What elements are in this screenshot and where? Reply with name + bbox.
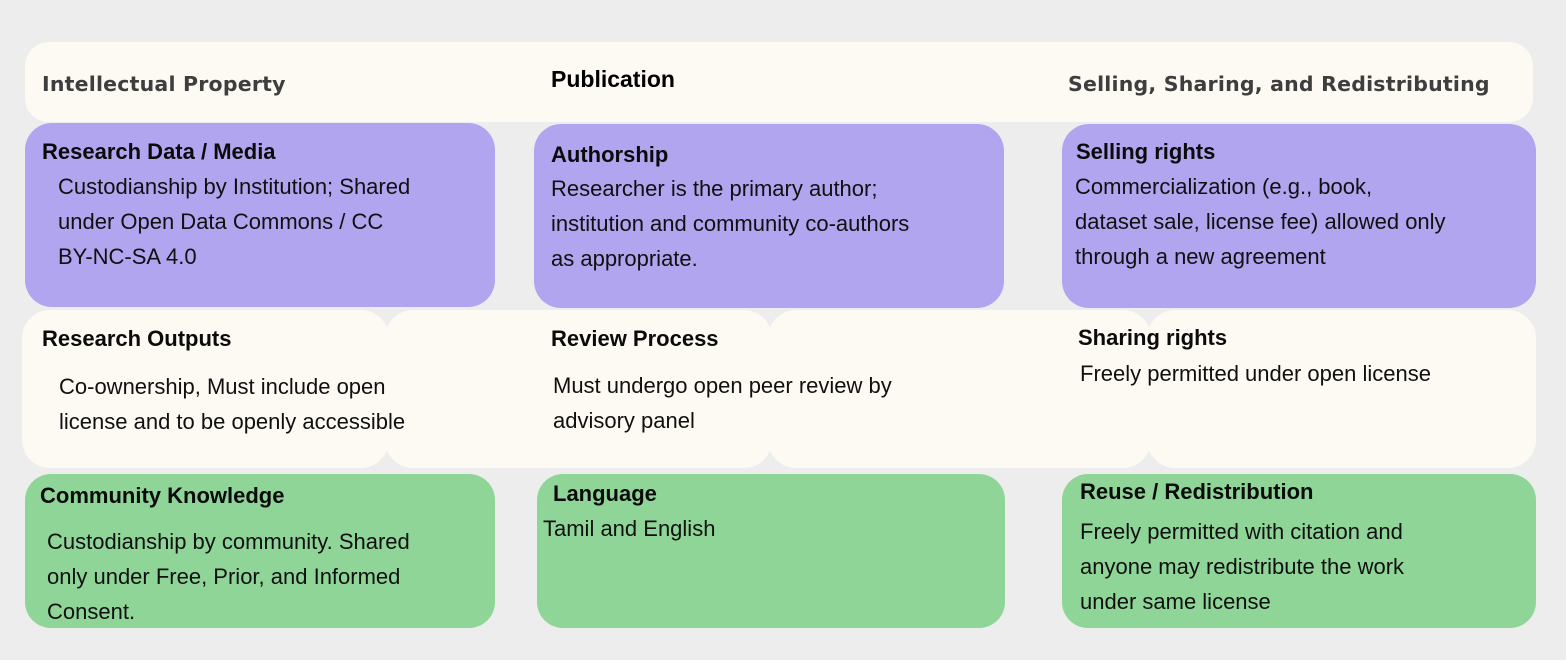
body-selling-rights: Commercialization (e.g., book, dataset s… — [1075, 174, 1446, 269]
column-header-publication: Publication — [551, 66, 675, 92]
card-review-process[interactable] — [385, 310, 772, 468]
body-sharing-rights: Freely permitted under open license — [1080, 361, 1431, 386]
body-reuse-redistribution: Freely permitted with citation and anyon… — [1080, 519, 1405, 614]
title-language: Language — [553, 481, 657, 506]
body-research-outputs: Co-ownership, Must include open license … — [59, 374, 406, 434]
title-authorship: Authorship — [551, 142, 669, 167]
body-authorship: Researcher is the primary author; instit… — [551, 176, 910, 271]
card-authorship[interactable] — [534, 124, 1004, 308]
card-selling-rights[interactable] — [1062, 124, 1536, 308]
title-research-outputs: Research Outputs — [42, 326, 232, 351]
title-research-data-media: Research Data / Media — [42, 139, 276, 164]
column-header-intellectual-property: Intellectual Property — [42, 72, 286, 96]
body-community-knowledge: Custodianship by community. Shared only … — [47, 529, 410, 624]
card-sharing-rights-right[interactable] — [1147, 310, 1536, 468]
header-band — [25, 42, 1533, 122]
body-review-process: Must undergo open peer review by advisor… — [553, 373, 892, 433]
title-review-process: Review Process — [551, 326, 719, 351]
card-research-outputs[interactable] — [22, 310, 389, 468]
column-header-selling-sharing-redistributing: Selling, Sharing, and Redistributing — [1068, 72, 1490, 96]
title-sharing-rights: Sharing rights — [1078, 325, 1228, 350]
title-community-knowledge: Community Knowledge — [40, 483, 285, 508]
title-reuse-redistribution: Reuse / Redistribution — [1080, 479, 1314, 504]
title-selling-rights: Selling rights — [1076, 139, 1216, 164]
body-language: Tamil and English — [543, 516, 716, 541]
card-sharing-rights-left[interactable] — [768, 310, 1151, 468]
card-language[interactable] — [537, 474, 1005, 628]
body-research-data-media: Custodianship by Institution; Shared und… — [58, 174, 411, 269]
card-community-knowledge[interactable] — [25, 474, 495, 628]
card-reuse-redistribution[interactable] — [1062, 474, 1536, 628]
card-research-data-media[interactable] — [25, 123, 495, 307]
